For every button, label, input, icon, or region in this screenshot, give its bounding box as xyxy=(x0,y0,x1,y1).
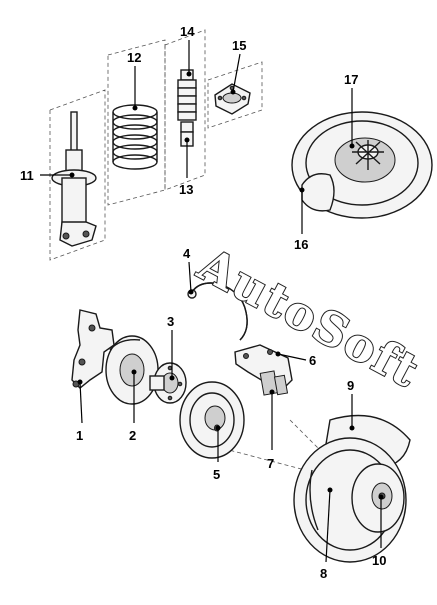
callout-15: 15 xyxy=(232,38,246,53)
callout-9: 9 xyxy=(347,378,354,393)
callout-13: 13 xyxy=(179,182,193,197)
callout-14: 14 xyxy=(180,24,195,39)
brake-caliper xyxy=(234,344,293,396)
shock-absorber-strut xyxy=(51,111,97,247)
spare-wheel-assembly xyxy=(291,111,433,219)
steering-knuckle xyxy=(71,309,115,389)
callout-17: 17 xyxy=(344,72,358,87)
callout-2: 2 xyxy=(129,428,136,443)
road-wheel-assembly xyxy=(293,414,411,563)
brake-disc xyxy=(179,381,245,459)
callout-11: 11 xyxy=(20,168,34,183)
coil-spring xyxy=(112,104,158,170)
bump-stop-and-boot xyxy=(177,69,197,147)
callout-12: 12 xyxy=(127,50,141,65)
watermark-text: AutoSoft xyxy=(189,237,429,399)
brake-dust-shield xyxy=(105,335,159,405)
callout-8: 8 xyxy=(320,566,327,581)
callout-10: 10 xyxy=(372,553,386,568)
strut-top-mount xyxy=(214,83,251,115)
callouts: 1 2 3 4 5 6 7 8 9 10 11 12 13 xyxy=(20,24,386,581)
callout-6: 6 xyxy=(309,353,316,368)
callout-4: 4 xyxy=(183,246,191,261)
callout-3: 3 xyxy=(167,314,174,329)
callout-1: 1 xyxy=(76,428,83,443)
callout-16: 16 xyxy=(294,237,308,252)
callout-5: 5 xyxy=(213,467,220,482)
wheel-hub xyxy=(149,362,187,404)
callout-7: 7 xyxy=(267,456,274,471)
